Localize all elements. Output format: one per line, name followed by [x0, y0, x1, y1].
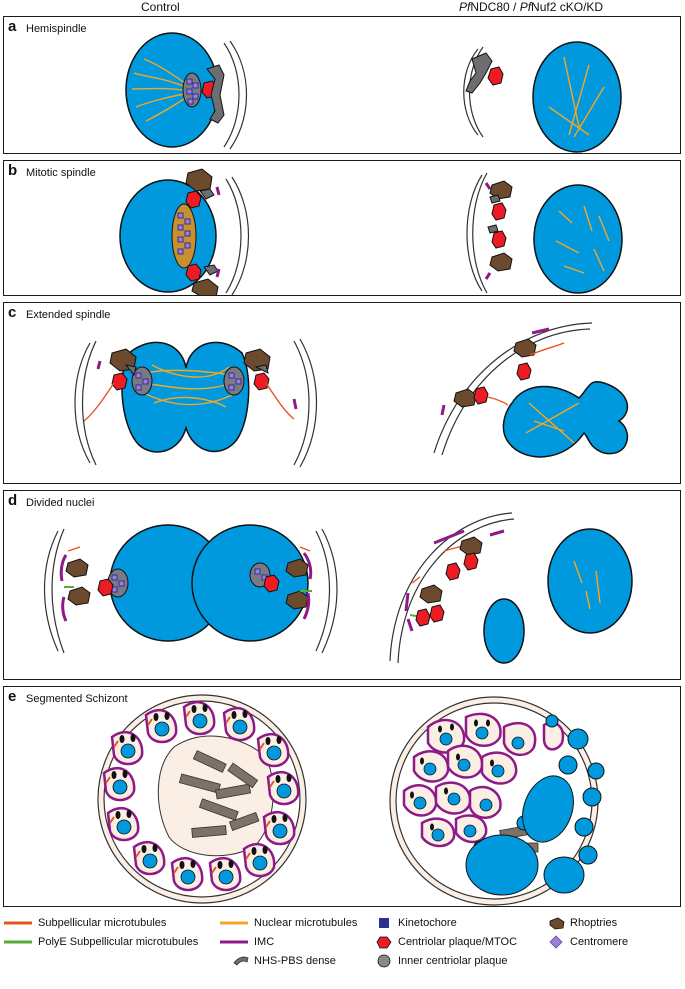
panel-e: e Segmented Schizont [3, 686, 681, 907]
control-column-header: Control [141, 0, 180, 14]
merozoites [102, 700, 300, 892]
plasma-membrane-kd [466, 172, 488, 294]
nucleus-kd-small [483, 598, 525, 664]
panel-d: d Divided nuclei [3, 490, 681, 680]
brown-blob-icon [549, 917, 565, 930]
hemozoin-crystals [178, 750, 260, 838]
panel-b: b Mitotic spindle [3, 160, 681, 296]
panel-a-drawing [125, 32, 622, 153]
spindle [171, 203, 197, 269]
panel-title: Segmented Schizont [26, 693, 128, 705]
grey-crescent-icon [233, 956, 249, 966]
panel-c: c Extended spindle [3, 302, 681, 484]
rhoptry-kd-top [489, 180, 513, 200]
nucleus-kd-large [547, 528, 633, 634]
grey-circle-icon [377, 954, 391, 968]
mtoc-kd [487, 66, 504, 86]
panel-letter: b [8, 162, 18, 179]
legend: Subpellicular microtubules PolyE Subpell… [4, 917, 629, 968]
red-hexagon-icon [376, 936, 392, 949]
plasma-membrane-kd [433, 322, 593, 456]
violet-diamond-icon [549, 935, 563, 949]
kinetochores [177, 212, 191, 255]
panel-c-drawing [74, 322, 629, 468]
panel-title: Divided nuclei [26, 497, 95, 509]
panel-letter: c [8, 304, 17, 321]
panel-a: a Hemispindle [3, 16, 681, 154]
nhs-pbs-dense-kd [465, 52, 493, 94]
panel-b-drawing [119, 168, 623, 295]
plasma-membrane-kd [389, 512, 515, 664]
nuclear-microtubules-kd [548, 56, 605, 138]
panel-e-drawing [97, 694, 605, 906]
kinetochores [186, 78, 199, 105]
mtoc-kd-bottom [491, 230, 507, 249]
navy-square-icon [379, 918, 389, 928]
nhs-pbs-dense [206, 64, 225, 124]
mtoc-bottom [185, 263, 202, 282]
panel-letter: e [8, 688, 17, 705]
plasma-membrane [225, 176, 250, 295]
plasma-membrane [43, 528, 338, 654]
panel-title: Mitotic spindle [26, 167, 96, 179]
residual-body [157, 735, 274, 857]
nucleus-kd [502, 381, 629, 458]
plasma-membrane [74, 338, 318, 468]
nucleus-kd [533, 184, 623, 294]
mtoc-kd-top [491, 202, 507, 221]
panel-title: Hemispindle [26, 23, 87, 35]
plasma-membrane [223, 40, 248, 150]
mtoc-top [185, 190, 202, 209]
rhoptry-bottom [191, 278, 219, 295]
panel-letter: d [8, 492, 18, 509]
knockdown-column-header: PfNDC80 / PfNuf2 cKO/KD [459, 0, 604, 14]
rhoptry-kd-bottom [489, 252, 513, 272]
panel-letter: a [8, 18, 17, 35]
panel-d-drawing [43, 512, 633, 664]
panel-title: Extended spindle [26, 309, 111, 321]
nucleus-kd [532, 41, 622, 153]
nucleus-right [191, 524, 309, 642]
nucleus [119, 179, 217, 293]
